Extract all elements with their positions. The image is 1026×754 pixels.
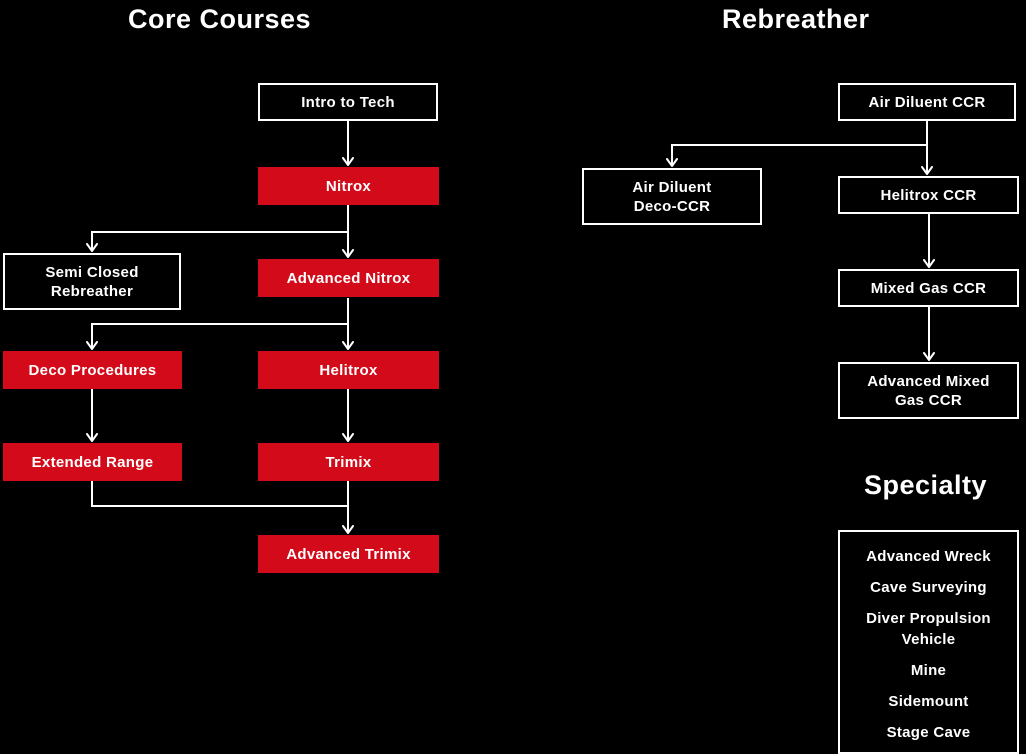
node-advanced-mixed-gas-ccr: Advanced Mixed Gas CCR (838, 362, 1019, 419)
specialty-item-cave-surveying: Cave Surveying (870, 579, 987, 596)
node-helitrox-ccr: Helitrox CCR (838, 176, 1019, 214)
node-mixed-gas-ccr: Mixed Gas CCR (838, 269, 1019, 307)
specialty-item-sidemount: Sidemount (888, 693, 969, 710)
node-advanced-trimix: Advanced Trimix (258, 535, 439, 573)
node-intro-to-tech: Intro to Tech (258, 83, 438, 121)
node-extended-range: Extended Range (3, 443, 182, 481)
node-helitrox: Helitrox (258, 351, 439, 389)
node-semi-closed-rebreather: Semi Closed Rebreather (3, 253, 181, 310)
specialty-list: Advanced Wreck Cave Surveying Diver Prop… (838, 530, 1019, 754)
specialty-item-mine: Mine (910, 662, 947, 679)
node-nitrox: Nitrox (258, 167, 439, 205)
node-air-diluent-deco-ccr: Air Diluent Deco-CCR (582, 168, 762, 225)
node-advanced-nitrox: Advanced Nitrox (258, 259, 439, 297)
node-air-diluent-ccr: Air Diluent CCR (838, 83, 1016, 121)
specialty-item-stage-cave: Stage Cave (886, 724, 971, 741)
specialty-item-advanced-wreck: Advanced Wreck (866, 548, 991, 565)
node-trimix: Trimix (258, 443, 439, 481)
node-deco-procedures: Deco Procedures (3, 351, 182, 389)
specialty-item-diver-propulsion-vehicle: Diver Propulsion Vehicle (866, 610, 991, 648)
core-courses-title: Core Courses (128, 4, 312, 34)
specialty-title: Specialty (864, 470, 988, 500)
rebreather-title: Rebreather (722, 4, 870, 34)
